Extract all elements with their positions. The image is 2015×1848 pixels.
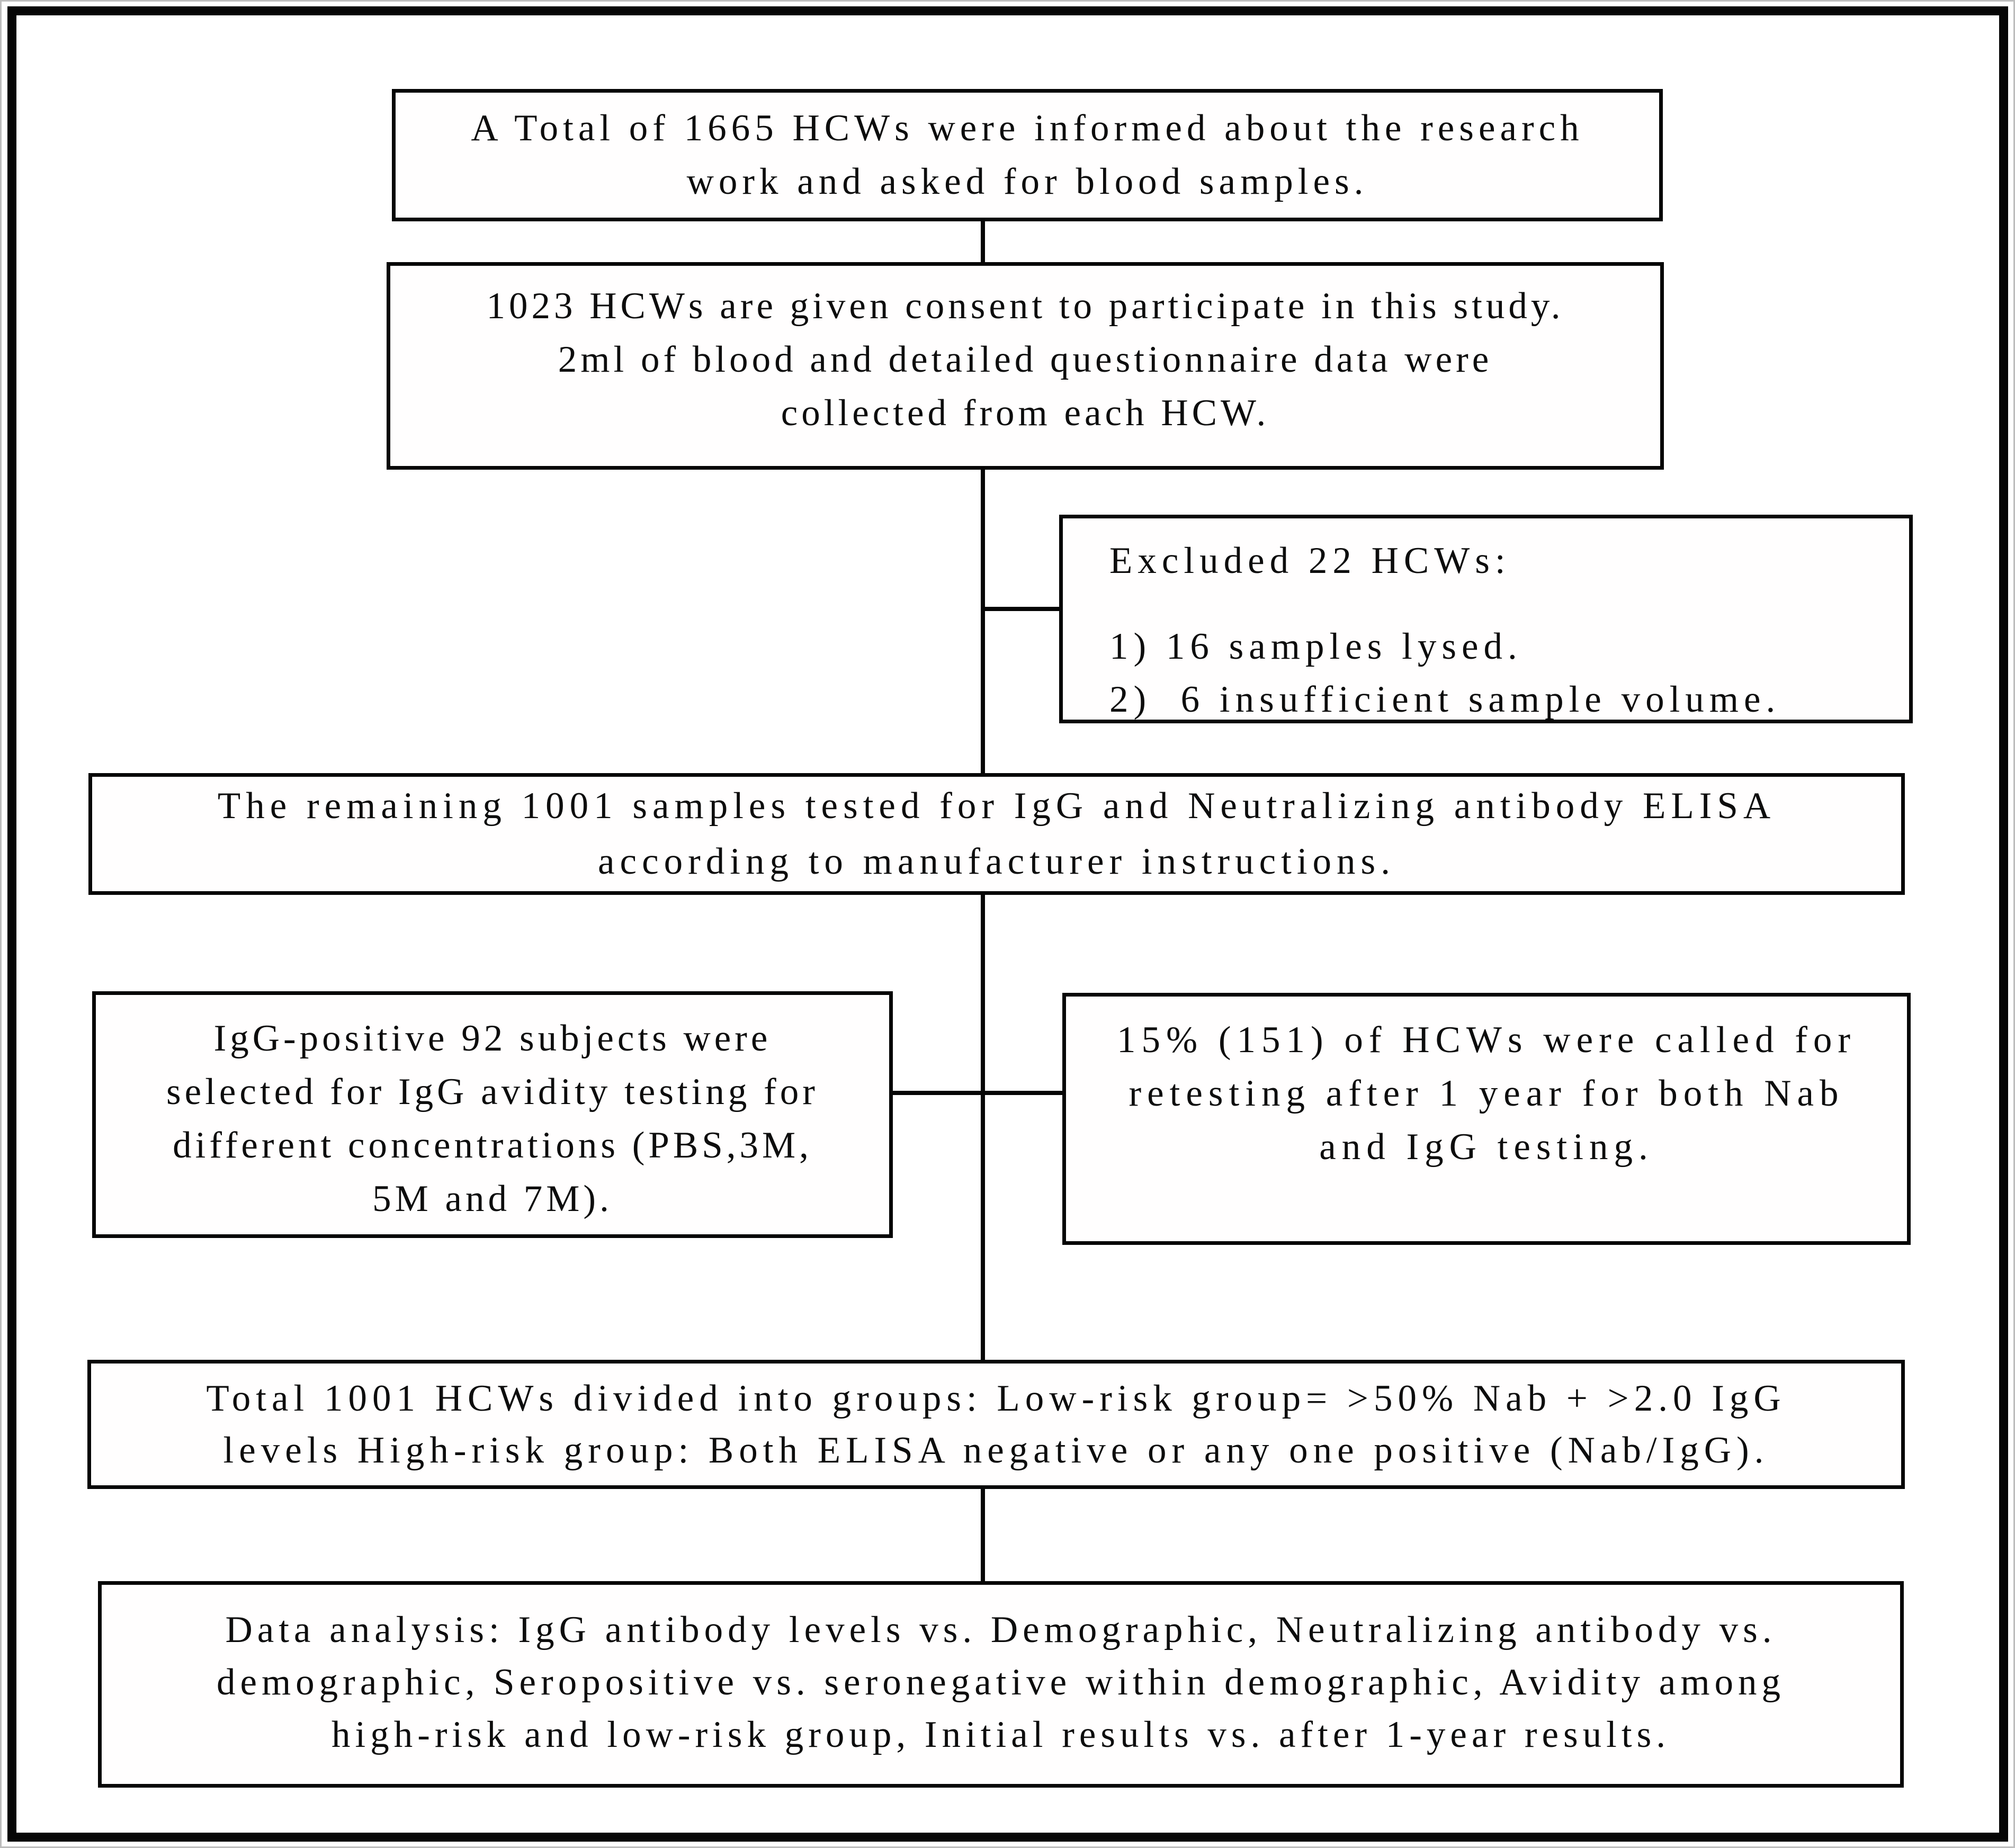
connector-groups-to-analysis (981, 1487, 985, 1583)
node-data-analysis-line: high-risk and low-risk group, Initial re… (332, 1714, 1670, 1755)
connector-informed-to-consent (981, 219, 985, 264)
figure-outer-border (7, 6, 2008, 1842)
node-excluded: Excluded 22 HCWs: 1) 16 samples lysed. 2… (1059, 515, 1913, 723)
node-consent: 1023 HCWs are given consent to participa… (387, 262, 1664, 470)
node-excluded-item: 2) 6 insufficient sample volume. (1109, 679, 1781, 720)
node-risk-groups: Total 1001 HCWs divided into groups: Low… (87, 1360, 1905, 1489)
connector-consent-to-remaining (981, 468, 985, 775)
node-data-analysis-line: demographic, Seropositive vs. seronegati… (216, 1662, 1786, 1703)
node-data-analysis: Data analysis: IgG antibody levels vs. D… (98, 1581, 1904, 1788)
connector-branch-to-excluded (983, 607, 1063, 611)
node-risk-groups-line: Total 1001 HCWs divided into groups: Low… (206, 1378, 1786, 1419)
node-retesting-line: 15% (151) of HCWs were called for (1116, 1019, 1857, 1061)
node-risk-groups-line: levels High-risk group: Both ELISA negat… (223, 1430, 1769, 1471)
node-informed-line: A Total of 1665 HCWs were informed about… (471, 107, 1584, 149)
node-consent-line: 1023 HCWs are given consent to participa… (486, 285, 1564, 327)
connector-remaining-to-groups (981, 893, 985, 1362)
node-retesting-line: retesting after 1 year for both Nab (1129, 1073, 1844, 1114)
node-retesting-line: and IgG testing. (1319, 1126, 1654, 1168)
node-remaining-line: according to manufacturer instructions. (598, 841, 1395, 882)
node-retesting: 15% (151) of HCWs were called for retest… (1062, 993, 1911, 1245)
connector-avidity-retesting-branch (891, 1091, 1064, 1095)
node-excluded-item: 1) 16 samples lysed. (1109, 626, 1523, 667)
node-avidity-testing: IgG-positive 92 subjects were selected f… (92, 991, 893, 1238)
node-remaining-line: The remaining 1001 samples tested for Ig… (217, 785, 1776, 827)
node-excluded-heading: Excluded 22 HCWs: (1109, 540, 1511, 581)
node-informed-line: work and asked for blood samples. (686, 161, 1368, 202)
node-consent-line: collected from each HCW. (781, 392, 1270, 434)
node-avidity-line: selected for IgG avidity testing for (166, 1071, 819, 1113)
node-remaining-tested: The remaining 1001 samples tested for Ig… (88, 773, 1905, 895)
node-consent-line: 2ml of blood and detailed questionnaire … (558, 339, 1493, 380)
node-avidity-line: different concentrations (PBS,3M, (173, 1125, 812, 1166)
node-informed: A Total of 1665 HCWs were informed about… (392, 89, 1663, 221)
node-data-analysis-line: Data analysis: IgG antibody levels vs. D… (225, 1609, 1777, 1650)
node-avidity-line: IgG-positive 92 subjects were (213, 1018, 772, 1059)
node-avidity-line: 5M and 7M). (372, 1178, 613, 1219)
